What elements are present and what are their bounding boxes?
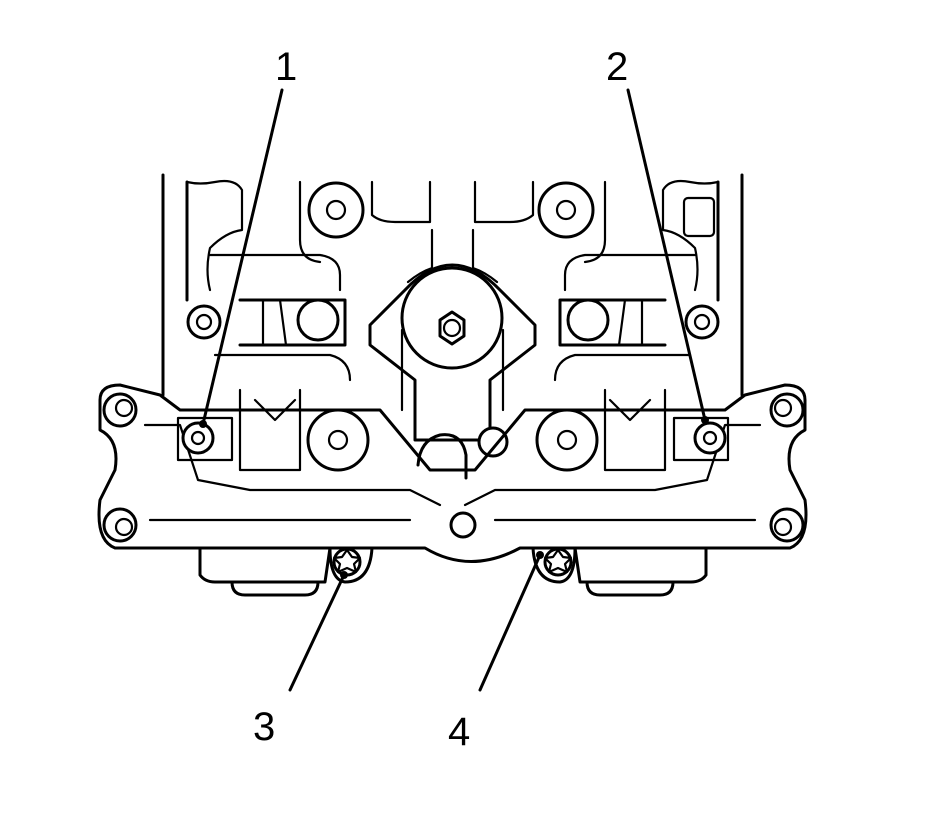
- leader-line-3: [288, 573, 346, 692]
- leader-dot-4: [536, 551, 544, 559]
- callout-4: 4: [448, 710, 470, 754]
- front-cover-flange: [97, 383, 808, 563]
- callout-labels: 1 2 3 4: [253, 45, 628, 754]
- right-camshaft: [553, 253, 720, 472]
- callout-1: 1: [275, 45, 297, 89]
- callout-2: 2: [606, 45, 628, 89]
- lower-journals: [306, 408, 599, 480]
- leader-line-4: [478, 553, 542, 692]
- center-flange-bolt: [449, 511, 477, 539]
- flange-bolt-left: [181, 421, 215, 455]
- star-bolt-3: [332, 547, 362, 577]
- leader-dot-3: [340, 571, 348, 579]
- flange-bolt-right: [693, 421, 727, 455]
- star-bolt-4: [543, 547, 573, 577]
- callout-3: 3: [253, 705, 275, 749]
- leader-dot-1: [199, 420, 207, 428]
- callout-leaders: [199, 88, 709, 692]
- leader-line-1: [201, 88, 284, 426]
- leader-dot-2: [701, 416, 709, 424]
- center-bearing-cap: [368, 263, 537, 442]
- upper-journals: [307, 181, 595, 239]
- lower-bosses: [198, 546, 708, 597]
- leader-line-2: [626, 88, 707, 422]
- center-nut: [438, 310, 466, 346]
- left-camshaft: [186, 253, 352, 472]
